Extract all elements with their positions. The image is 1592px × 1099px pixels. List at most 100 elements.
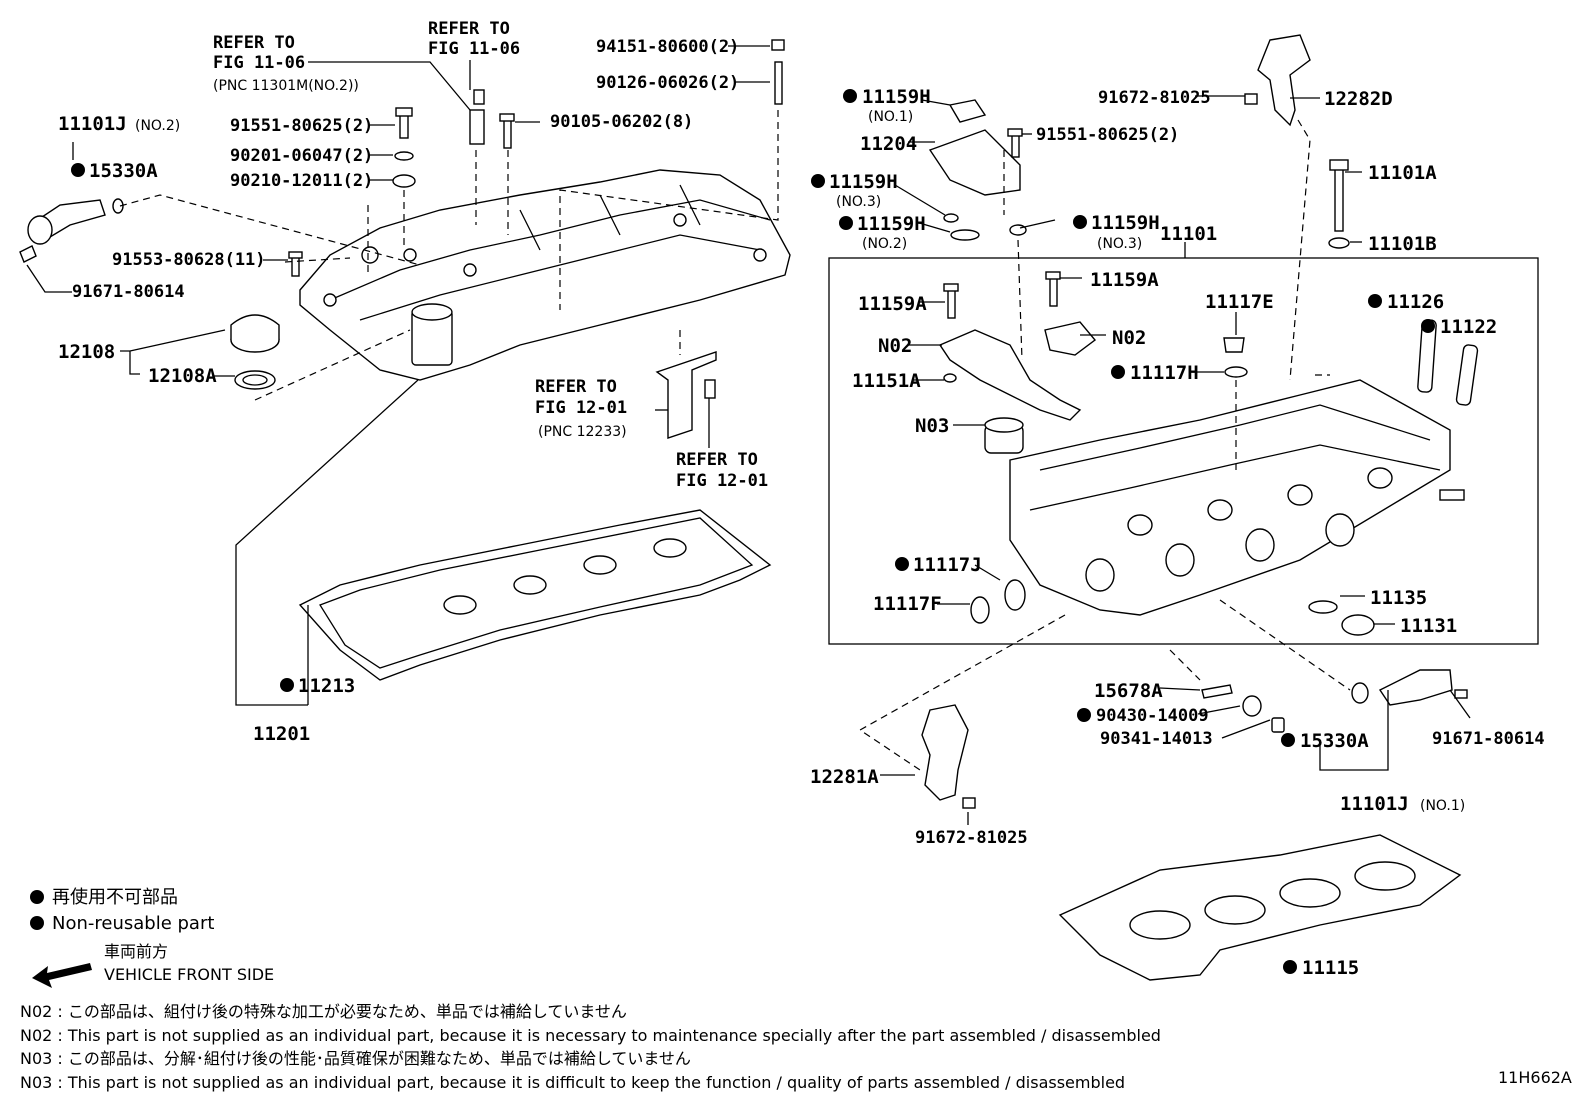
oil-control-valve-no2-drawing [19, 198, 124, 263]
legend-nonreusable-jp: 再使用不可部品 [52, 887, 178, 908]
cover-leader-lines [119, 110, 779, 706]
part-label-11159H-no3[interactable]: 11159H [829, 171, 898, 193]
engine-hanger-drawing [921, 34, 1311, 809]
non-reusable-dot [1281, 733, 1295, 747]
refer-to-label: REFER TO [213, 33, 295, 53]
part-label-90105-06202[interactable]: 90105-06202(8) [550, 112, 693, 132]
legend: 再使用不可部品 Non-reusable part 車両前方 VEHICLE F… [30, 887, 274, 988]
part-label-11135[interactable]: 11135 [1370, 587, 1427, 609]
part-label-11131[interactable]: 11131 [1400, 615, 1457, 637]
legend-front-en: VEHICLE FRONT SIDE [104, 965, 274, 984]
part-label-91553-80628[interactable]: 91553-80628(11) [112, 250, 266, 270]
refer-to-label: REFER TO [676, 450, 758, 470]
refer-to-label: REFER TO [535, 377, 617, 397]
non-reusable-dot [280, 678, 294, 692]
part-label-15330A-b[interactable]: 15330A [1300, 730, 1369, 752]
refer-to-pnc-label: (PNC 12233) [538, 424, 627, 440]
non-reusable-dot [843, 89, 857, 103]
part-label-11201[interactable]: 11201 [253, 723, 310, 745]
refer-to-fig-label: FIG 11-06 [428, 39, 520, 59]
part-label-11115[interactable]: 11115 [1302, 957, 1359, 979]
part-label-11101J-no1[interactable]: 11101J [1340, 793, 1409, 815]
part-label-91671-80614[interactable]: 91671-80614 [72, 282, 185, 302]
part-label-90430-14009[interactable]: 90430-14009 [1096, 706, 1209, 726]
part-label-11101[interactable]: 11101 [1160, 223, 1217, 245]
part-label-11159A[interactable]: 11159A [858, 293, 927, 315]
part-label-91671-80614-b[interactable]: 91671-80614 [1432, 729, 1545, 749]
part-label-11101B[interactable]: 11101B [1368, 233, 1437, 255]
part-sub-label: (NO.1) [868, 109, 913, 125]
oil-filler-cap-drawing [230, 314, 280, 390]
part-label-11117F[interactable]: 11117F [873, 593, 942, 615]
part-label-11101J-no2[interactable]: 11101J [58, 113, 127, 135]
part-sub-label: (NO.2) [135, 118, 180, 134]
part-label-11117H[interactable]: 11117H [1130, 362, 1199, 384]
part-label-91672-81025-b[interactable]: 91672-81025 [915, 828, 1028, 848]
legend-front-jp: 車両前方 [104, 942, 168, 961]
part-label-11117J[interactable]: 11117J [913, 554, 982, 576]
head-leader-lines [858, 119, 1389, 771]
oil-control-valve-no1-drawing [1201, 669, 1468, 733]
refer-to-fig-label: FIG 12-01 [535, 398, 627, 418]
non-reusable-dot [1421, 319, 1435, 333]
non-reusable-dot [895, 557, 909, 571]
part-label-94151-80600[interactable]: 94151-80600(2) [596, 37, 739, 57]
part-sub-label: (NO.3) [836, 194, 881, 210]
part-label-12108A[interactable]: 12108A [148, 365, 217, 387]
part-label-91672-81025[interactable]: 91672-81025 [1098, 88, 1211, 108]
camshaft-housing-drawing [928, 129, 1097, 454]
part-label-N03[interactable]: N03 [915, 415, 949, 437]
part-sub-label: (NO.3) [1097, 236, 1142, 252]
label-leaders [26, 45, 1471, 825]
part-label-11151A[interactable]: 11151A [852, 370, 921, 392]
part-label-11101A[interactable]: 11101A [1368, 162, 1437, 184]
part-label-15330A[interactable]: 15330A [89, 160, 158, 182]
cover-fasteners-drawing [288, 39, 785, 277]
part-label-12108[interactable]: 12108 [58, 341, 115, 363]
non-reusable-dot [1073, 215, 1087, 229]
part-label-15678A[interactable]: 15678A [1094, 680, 1163, 702]
cylinder-head-frame [828, 257, 1539, 645]
part-label-90210-12011[interactable]: 90210-12011(2) [230, 171, 373, 191]
part-label-11159H-no3-b[interactable]: 11159H [1091, 212, 1160, 234]
part-sub-label: (NO.2) [862, 236, 907, 252]
refer-to-fig-label: FIG 12-01 [676, 471, 768, 491]
part-label-11159A-b[interactable]: 11159A [1090, 269, 1159, 291]
part-label-12282D[interactable]: 12282D [1324, 88, 1393, 110]
part-label-91551-80625[interactable]: 91551-80625(2) [230, 116, 373, 136]
non-reusable-dot [71, 163, 85, 177]
refer-to-fig-label: FIG 11-06 [213, 53, 305, 73]
head-gasket-drawing [1058, 834, 1462, 981]
legend-nonreusable-en: Non-reusable part [52, 913, 214, 934]
part-label-91551-80625-b[interactable]: 91551-80625(2) [1036, 125, 1179, 145]
non-reusable-dot [1111, 365, 1125, 379]
vehicle-front-arrow-icon [32, 963, 92, 988]
part-label-90126-06026[interactable]: 90126-06026(2) [596, 73, 739, 93]
part-label-90201-06047[interactable]: 90201-06047(2) [230, 146, 373, 166]
refer-to-pnc-label: (PNC 11301M(NO.2)) [213, 78, 359, 94]
part-label-90341-14013[interactable]: 90341-14013 [1100, 729, 1213, 749]
part-label-11159H-no1[interactable]: 11159H [862, 86, 931, 108]
figure-code: 11H662A [1498, 1068, 1572, 1087]
refer-to-label: REFER TO [428, 19, 510, 39]
note-line: N03 : この部品は、分解･組付け後の性能･品質確保が困難なため、単品では補給… [20, 1049, 691, 1068]
head-fasteners-drawing [943, 99, 1479, 636]
part-label-11126[interactable]: 11126 [1387, 291, 1444, 313]
note-line: N02 : This part is not supplied as an in… [20, 1026, 1161, 1045]
part-label-11204[interactable]: 11204 [860, 133, 917, 155]
part-label-11117E[interactable]: 11117E [1205, 291, 1274, 313]
part-label-11213[interactable]: 11213 [298, 675, 355, 697]
part-label-N02-b[interactable]: N02 [1112, 327, 1146, 349]
non-reusable-dot [1368, 294, 1382, 308]
non-reusable-dot [811, 174, 825, 188]
non-reusable-dot [839, 216, 853, 230]
part-sub-label: (NO.1) [1420, 798, 1465, 814]
part-label-12281A[interactable]: 12281A [810, 766, 879, 788]
part-label-11159H-no2[interactable]: 11159H [857, 213, 926, 235]
note-line: N03 : This part is not supplied as an in… [20, 1073, 1125, 1092]
part-label-11122[interactable]: 11122 [1440, 316, 1497, 338]
cylinder-head-drawing [1009, 379, 1465, 616]
part-labels: REFER TO FIG 11-06 (PNC 11301M(NO.2)) RE… [58, 19, 1545, 979]
part-label-N02[interactable]: N02 [878, 335, 912, 357]
